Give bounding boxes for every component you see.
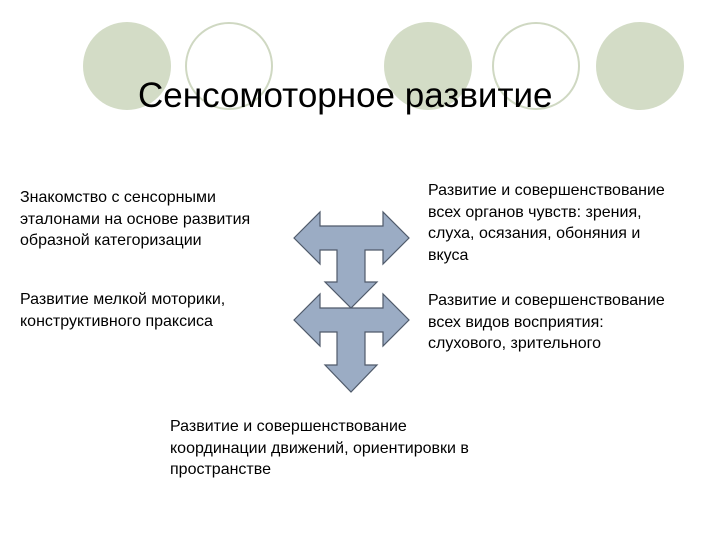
text-line: пространстве: [170, 461, 271, 478]
text-line: вкуса: [428, 246, 469, 264]
decorative-circles: [83, 22, 684, 110]
text-right-top: Развитие и совершенствование всех органо…: [428, 180, 708, 266]
three-way-arrow-top: [293, 210, 410, 309]
text-left-top: Знакомство с сенсорными эталонами на осн…: [20, 187, 290, 252]
text-line: всех органов чувств: зрения,: [428, 203, 642, 221]
text-bottom: Развитие и совершенствование координации…: [170, 416, 530, 481]
deco-circle-filled-1: [83, 22, 171, 110]
text-right-bottom: Развитие и совершенствование всех видов …: [428, 290, 708, 355]
text-line: слухового, зрительного: [428, 335, 602, 352]
text-line: эталонами на основе развития: [20, 210, 251, 228]
text-line: образной категоризации: [20, 232, 202, 249]
deco-circle-filled-2: [384, 22, 472, 110]
deco-circle-filled-3: [596, 22, 684, 110]
three-way-arrow-bottom: [293, 292, 410, 393]
text-line: всех видов восприятия:: [428, 313, 604, 331]
text-left-bottom: Развитие мелкой моторики, конструктивног…: [20, 289, 290, 332]
text-line: Развитие и совершенствование: [170, 418, 407, 435]
text-line: Развитие мелкой моторики,: [20, 291, 226, 308]
text-line: конструктивного праксиса: [20, 312, 213, 330]
page-title: Сенсомоторное развитие: [138, 76, 553, 115]
text-line: координации движений, ориентировки в: [170, 439, 469, 457]
text-line: Развитие и совершенствование: [428, 292, 665, 309]
deco-circle-outline-2: [492, 22, 580, 110]
deco-circle-outline-1: [185, 22, 273, 110]
text-line: Развитие и совершенствование: [428, 182, 665, 199]
text-line: Знакомство с сенсорными: [20, 189, 216, 206]
text-line: слуха, осязания, обоняния и: [428, 225, 641, 242]
